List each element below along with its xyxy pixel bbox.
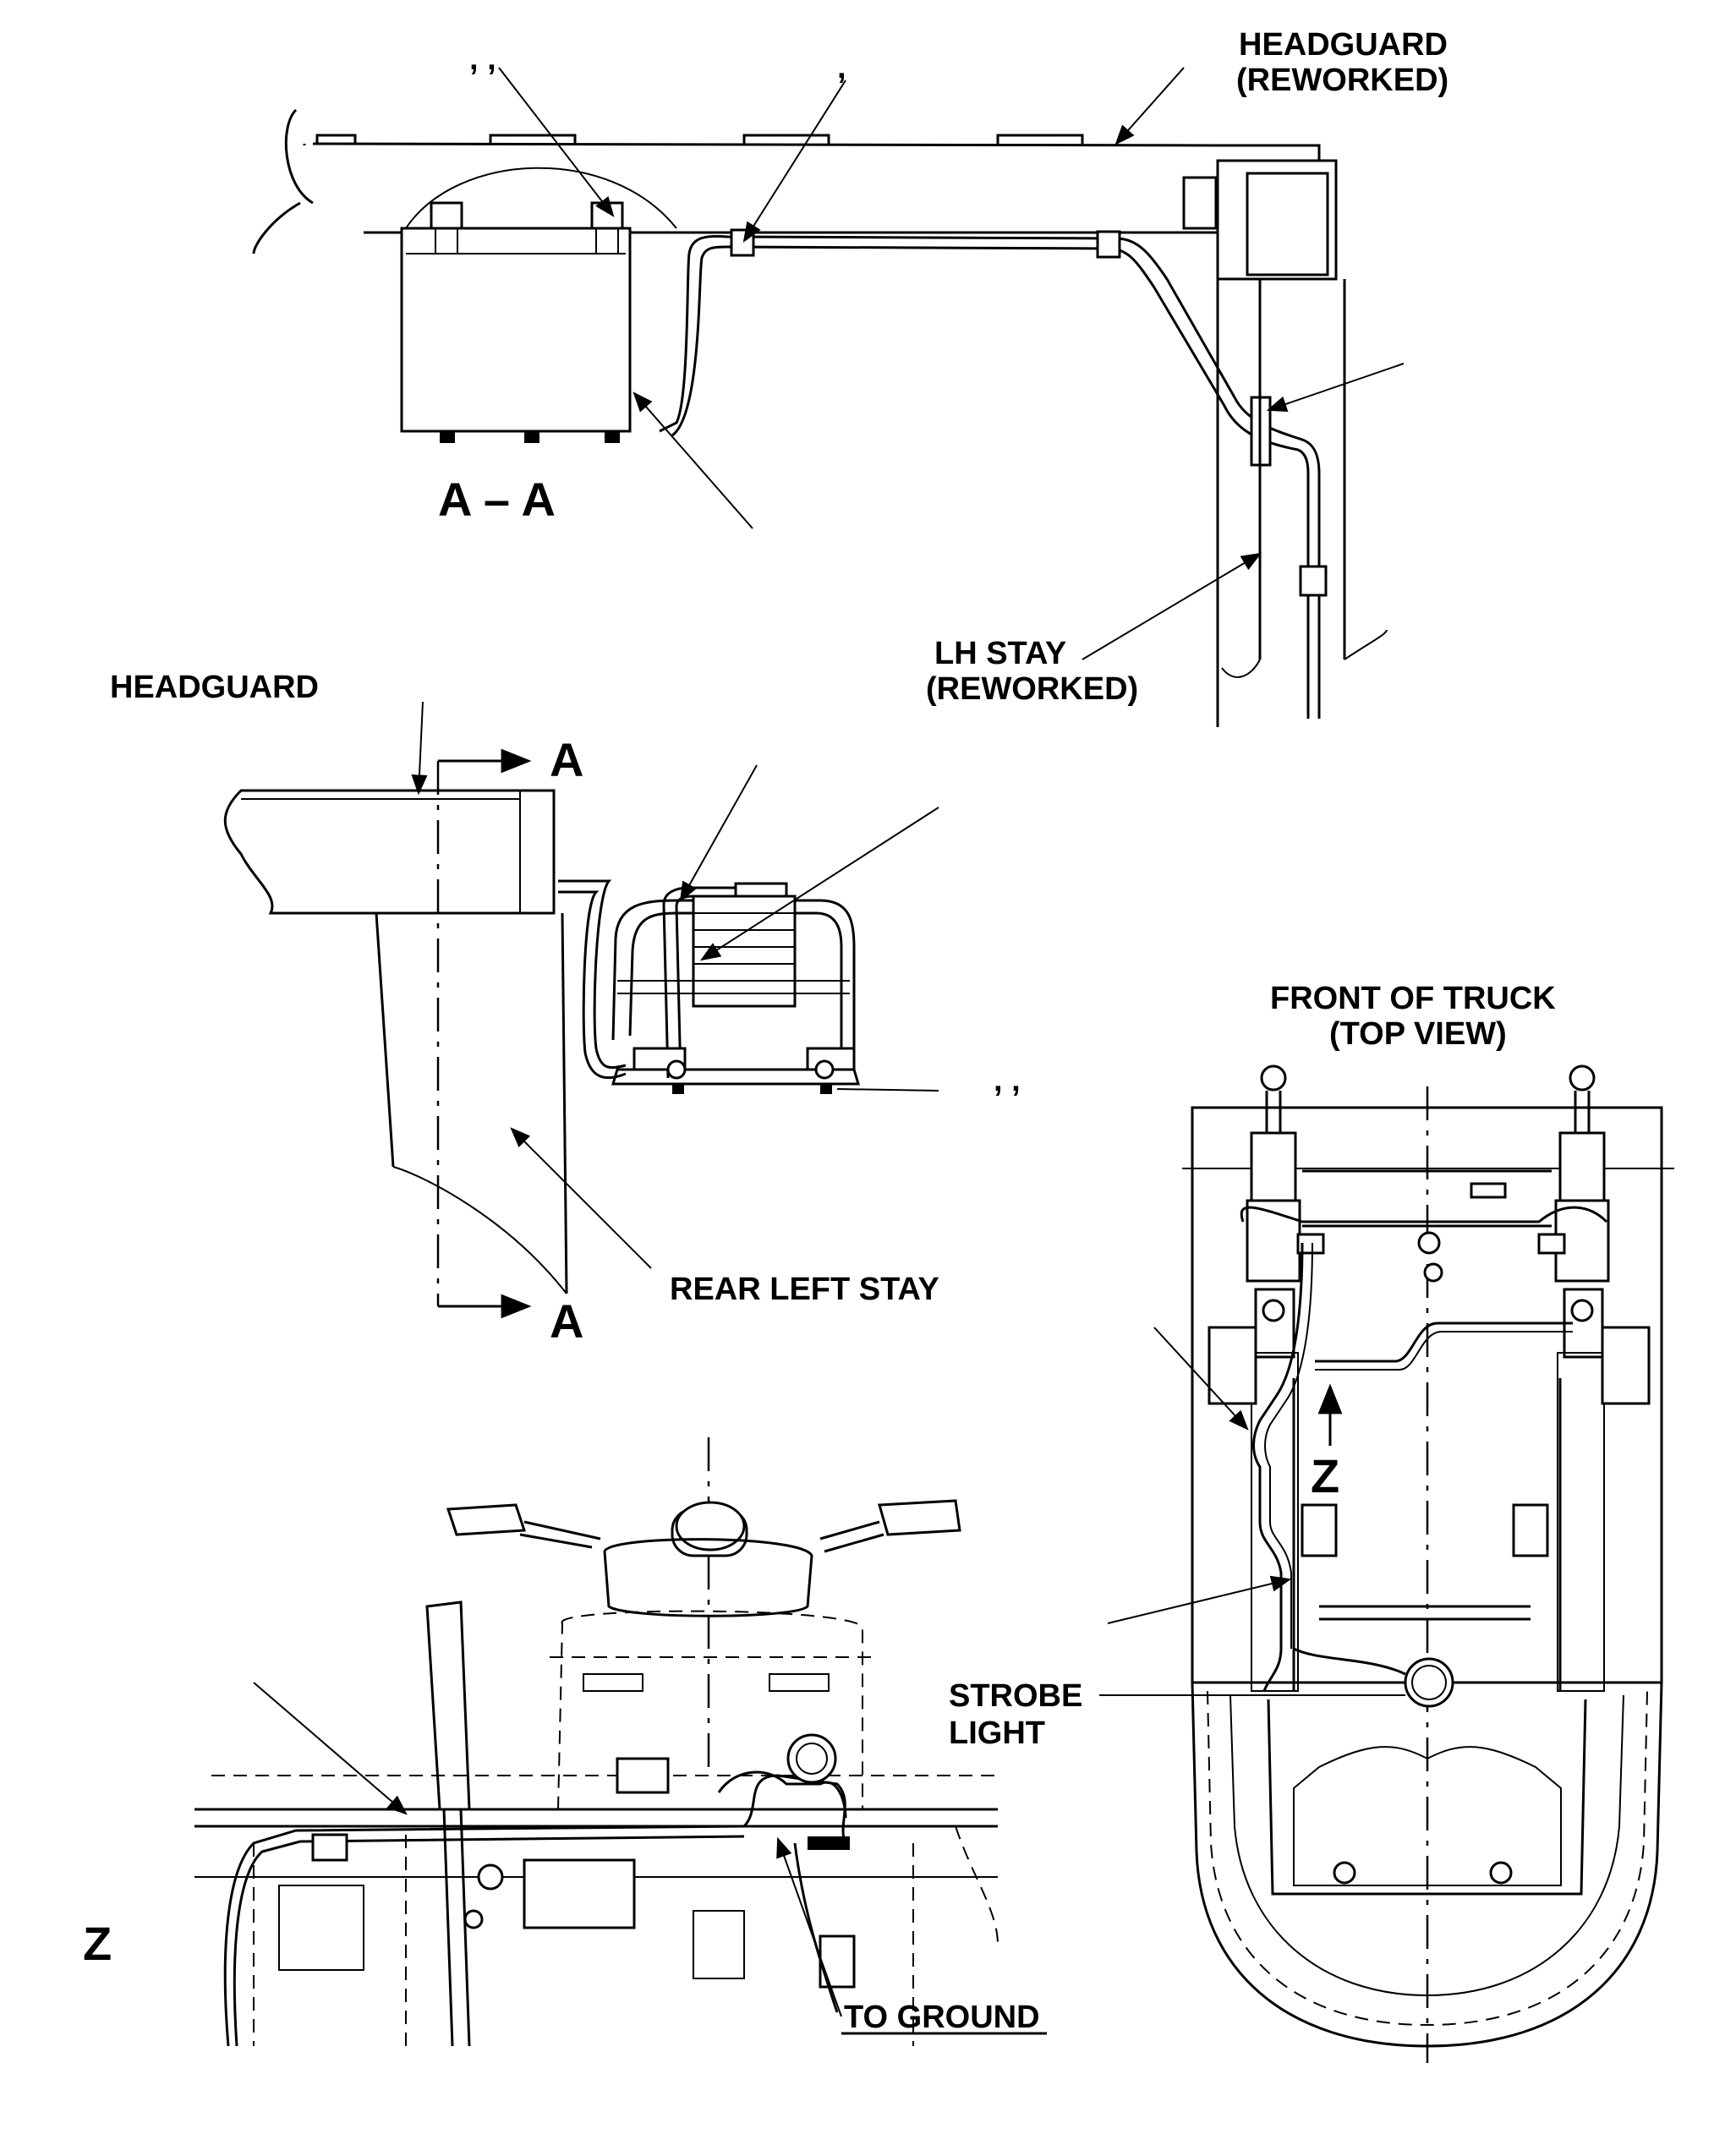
- side-view: [223, 701, 939, 1319]
- section-aa-view: [252, 67, 1405, 727]
- label-headguard-reworked: HEADGUARD: [1239, 27, 1448, 63]
- label-headguard-reworked-sub: (REWORKED): [1236, 63, 1448, 98]
- view-z-label: Z: [83, 1917, 112, 1970]
- view-z-operator-area: [194, 1437, 1047, 2047]
- section-mark-a-bottom: A: [550, 1294, 583, 1348]
- label-front-of-truck: FRONT OF TRUCK: [1270, 981, 1556, 1016]
- label-strobe-light: STROBE: [949, 1678, 1082, 1714]
- label-commas-a: , ,: [469, 41, 496, 77]
- label-lh-stay-sub: (REWORKED): [926, 671, 1138, 707]
- label-lh-stay: LH STAY: [934, 636, 1066, 671]
- section-aa-title: A – A: [438, 473, 556, 526]
- label-top-view: (TOP VIEW): [1329, 1016, 1507, 1052]
- section-mark-a-top: A: [550, 733, 583, 786]
- right-mast: [1554, 1064, 1651, 1692]
- label-to-ground: TO GROUND: [844, 2000, 1040, 2035]
- label-commas-c: , ,: [994, 1063, 1021, 1098]
- left-mast: [1208, 1064, 1301, 1692]
- label-rear-left-stay: REAR LEFT STAY: [670, 1272, 939, 1307]
- truck-top-view: [1099, 1064, 1674, 2063]
- label-headguard: HEADGUARD: [110, 670, 319, 705]
- label-strobe-light-sub: LIGHT: [949, 1715, 1045, 1751]
- view-z-arrow-label: Z: [1311, 1449, 1339, 1502]
- label-comma-b: ,: [837, 50, 846, 85]
